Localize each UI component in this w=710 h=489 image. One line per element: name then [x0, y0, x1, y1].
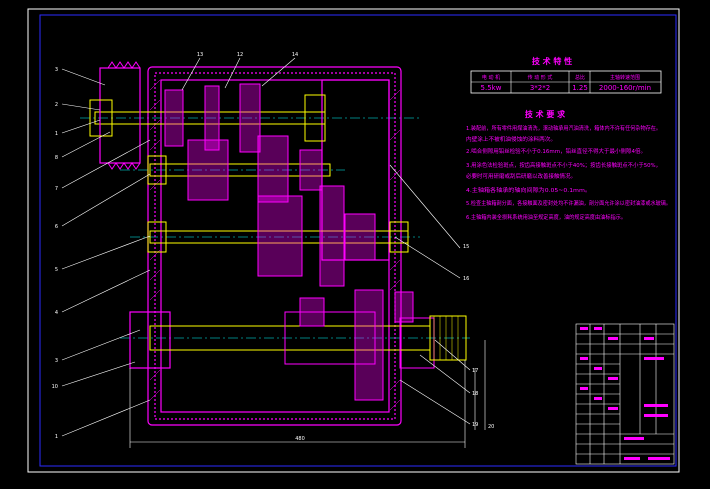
part-label: 1	[55, 434, 58, 440]
shaft-4-spindle	[129, 289, 467, 401]
part-label: 3	[55, 67, 58, 73]
spec-header: 传 动 形 式	[528, 74, 553, 81]
sheet-outer-frame	[27, 8, 680, 473]
part-label: 14	[292, 52, 298, 58]
shaft-1	[89, 61, 326, 170]
spec-value: 2000-160r/min	[599, 84, 651, 92]
sheet-inner-frame	[39, 14, 677, 467]
part-label: 4	[55, 310, 58, 316]
requirement-line: 6.主轴箱内装全损耗系统用油至规定高度，油的规定高度由油标指示。	[466, 213, 626, 221]
shaft-3	[147, 185, 409, 287]
tech-specs-title: 技 术 特 性	[532, 56, 572, 66]
part-label: 8	[55, 155, 58, 161]
requirement-line: 4.主轴箱各轴承的轴向间隙为0.05~0.1mm。	[466, 186, 591, 194]
part-label: 5	[55, 267, 58, 273]
part-labels-top: 13 12 14	[197, 52, 298, 58]
spec-header: 总比	[575, 74, 585, 81]
part-label: 1	[55, 131, 58, 137]
tech-specs-table: 技 术 特 性 电 动 机 传 动 形 式 总比 主轴转速范围 5.5kw 3*2*2 1…	[470, 56, 662, 94]
spec-header: 电 动 机	[482, 74, 500, 81]
title-block-fill-marks	[580, 327, 670, 460]
part-label: 18	[472, 391, 478, 397]
part-label: 19	[472, 422, 478, 428]
requirement-line: 内壁涂上不被机油侵蚀的涂料两次。	[466, 135, 556, 143]
spec-value: 5.5kw	[481, 84, 502, 92]
spec-header: 主轴转速范围	[610, 74, 640, 81]
part-label: 17	[472, 368, 478, 374]
requirement-line: 2.啮合侧隙用铅丝检验不小于0.16mm，铅丝直径不得大于最小侧隙4倍。	[466, 147, 646, 155]
part-label: 16	[463, 276, 469, 282]
part-label: 12	[237, 52, 243, 58]
part-label: 7	[55, 186, 58, 192]
part-labels-right: 15 16 17 18 19 20	[463, 244, 494, 430]
housing-hatching	[149, 79, 401, 411]
shaft-2	[147, 135, 331, 203]
dimension-lines	[129, 340, 486, 448]
part-label: 10	[52, 384, 58, 390]
part-label: 20	[488, 424, 494, 430]
leader-lines	[61, 57, 471, 437]
part-label: 6	[55, 224, 58, 230]
part-label: 15	[463, 244, 469, 250]
part-label: 13	[197, 52, 203, 58]
spec-value: 1.25	[572, 84, 588, 92]
overall-dimension-label: 480	[295, 436, 305, 442]
spec-value: 3*2*2	[530, 84, 550, 92]
part-labels-left: 3 2 1 8 7 6 5 4 3 10 1	[52, 67, 58, 440]
requirement-line: 必要时可用研磨或刮后研磨以改善接触情况。	[466, 172, 576, 180]
tech-requirements: 技 术 要 求 1.装配前，所有零件用煤油清洗，滚动轴承用汽油清洗，箱体内不许有…	[466, 109, 671, 221]
part-label: 3	[55, 358, 58, 364]
tech-requirements-title: 技 术 要 求	[525, 109, 566, 119]
part-label: 2	[55, 102, 58, 108]
requirement-line: 1.装配前，所有零件用煤油清洗，滚动轴承用汽油清洗，箱体内不许有任何杂物存在。	[466, 124, 661, 132]
center-lines	[80, 117, 470, 339]
requirement-line: 5.检查主轴箱剖分面，各接触面及密封处均不许漏油，剖分面允许涂以密封油漆或水玻璃…	[466, 199, 671, 207]
title-block	[575, 323, 675, 465]
requirement-line: 3.用涂色法检验斑点，按齿高接触斑点不小于40%；按齿长接触斑点不小于50%，	[466, 161, 661, 169]
